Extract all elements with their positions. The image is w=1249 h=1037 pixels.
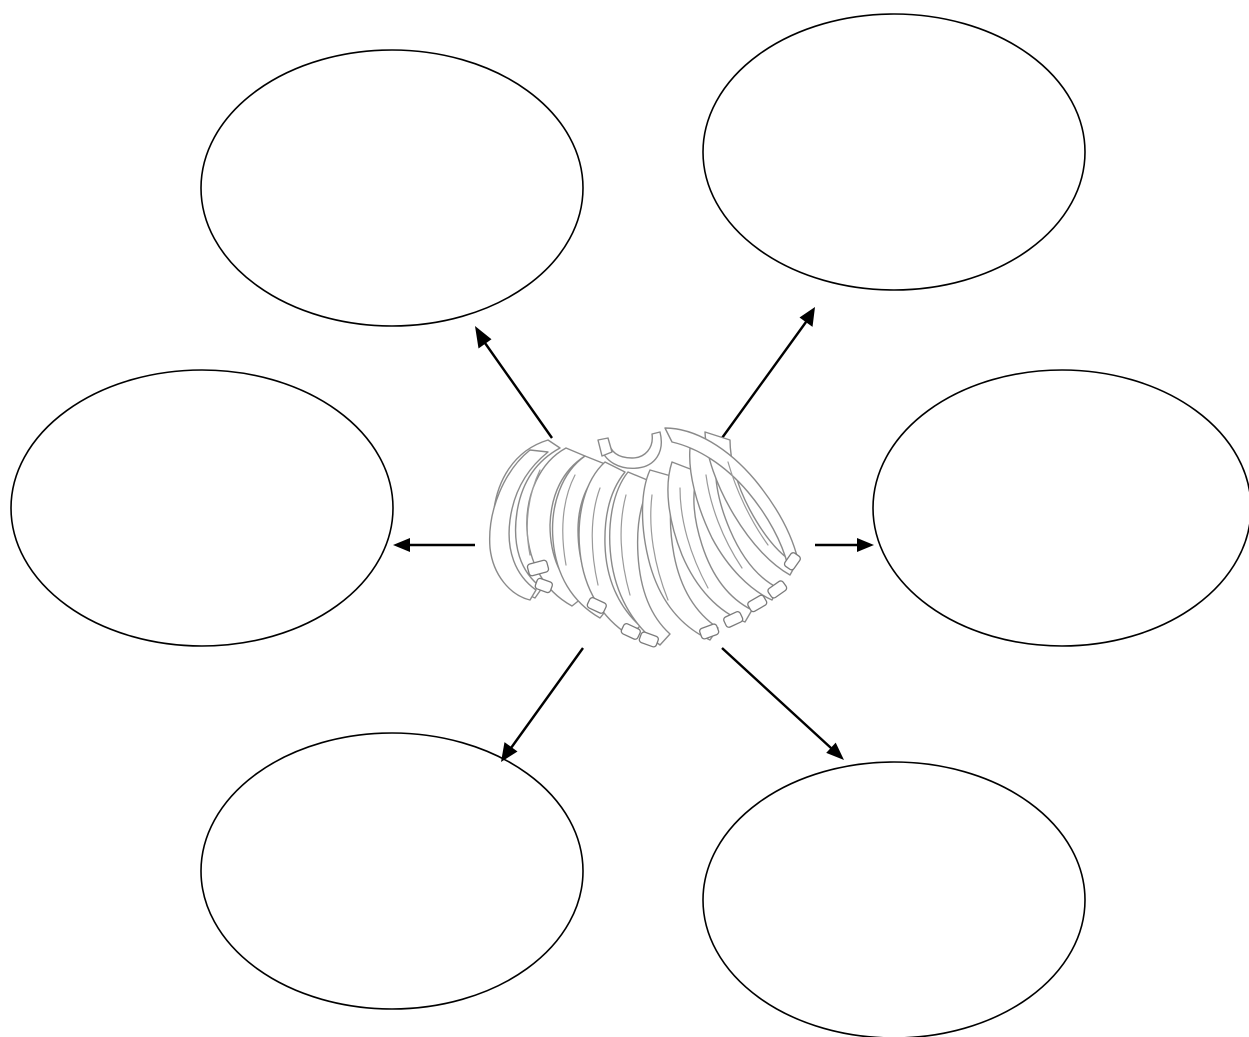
arrow-to-top-right: [721, 307, 815, 439]
bubble-top-right[interactable]: [702, 13, 1086, 291]
bubble-bottom-left[interactable]: [200, 732, 584, 1010]
arrow-to-middle-left: [393, 538, 475, 552]
arrow-to-bottom-left: [501, 647, 584, 762]
banana-bunch-icon: [488, 427, 801, 648]
arrow-to-middle-right: [815, 538, 874, 552]
bubble-middle-right[interactable]: [872, 369, 1249, 647]
bubble-bottom-right[interactable]: [702, 761, 1086, 1037]
bubble-top-left[interactable]: [200, 49, 584, 327]
arrow-to-bottom-right: [721, 647, 844, 760]
bubble-middle-left[interactable]: [10, 369, 394, 647]
arrow-to-top-left: [475, 326, 553, 439]
